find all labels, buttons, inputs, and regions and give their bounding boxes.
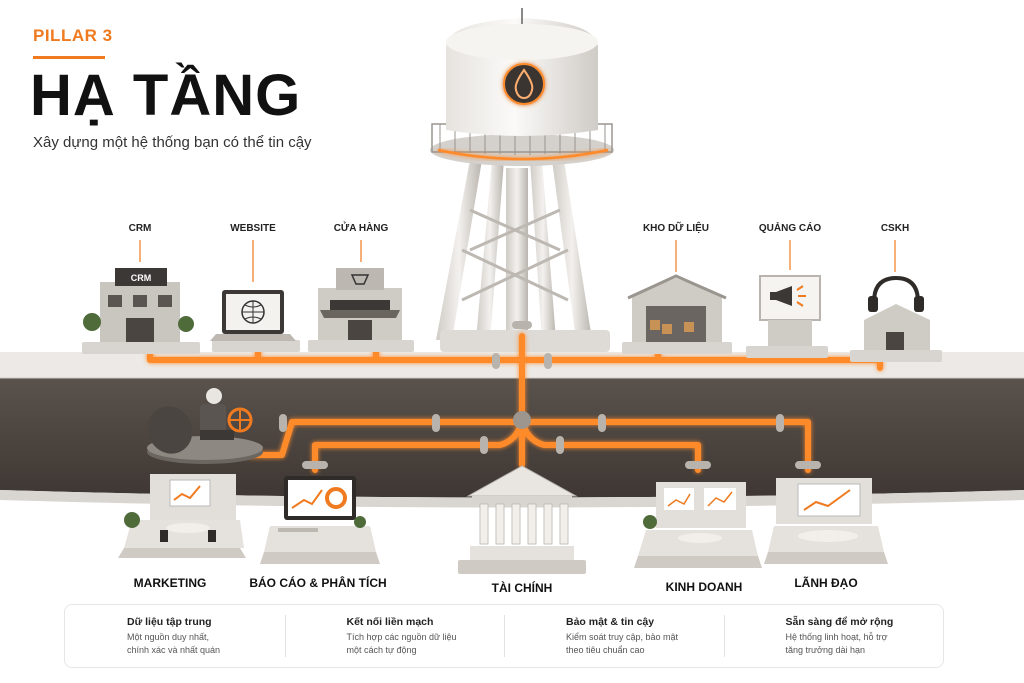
customer-service-building — [850, 275, 942, 362]
website-laptop — [210, 290, 300, 352]
node-label-website: WEBSITE — [230, 223, 276, 234]
node-label-warehouse: KHO DỮ LIỆU — [642, 223, 710, 234]
feature-title: Dữ liệu tập trung — [127, 615, 212, 628]
node-label-crm: CRM — [128, 223, 152, 234]
feature-security-trust: Bảo mật & tin cậy Kiểm soát truy cập, bả… — [504, 605, 724, 667]
water-tower — [430, 8, 614, 352]
dept-label-sales: KINH DOANH — [665, 580, 743, 594]
data-pipes — [147, 321, 883, 473]
feature-description: Kiểm soát truy cập, bảo mật theo tiêu ch… — [566, 631, 679, 655]
svg-text:CRM: CRM — [131, 273, 152, 283]
feature-centralized-data: Dữ liệu tập trung Một nguồn duy nhất, ch… — [65, 605, 285, 667]
store-building — [308, 268, 414, 352]
feature-description: Một nguồn duy nhất, chính xác và nhất qu… — [127, 631, 221, 655]
crm-building: CRM — [82, 268, 200, 354]
advertising-billboard — [746, 275, 828, 358]
node-label-ads: QUẢNG CÁO — [758, 223, 822, 234]
dept-label-leadership: LÃNH ĐẠO — [794, 576, 858, 590]
dept-label-reports: BÁO CÁO & PHÂN TÍCH — [249, 576, 387, 590]
page-title: HẠ TẦNG — [30, 63, 302, 128]
features-panel: Dữ liệu tập trung Một nguồn duy nhất, ch… — [64, 604, 944, 668]
title-divider — [33, 56, 105, 59]
pillar-label: PILLAR 3 — [33, 26, 113, 45]
page-subtitle: Xây dựng một hệ thống bạn có thể tin cậy — [33, 134, 312, 151]
finance-building — [458, 465, 586, 574]
dept-label-marketing: MARKETING — [133, 576, 207, 590]
feature-description: Tích hợp các nguồn dữ liệu một cách tự đ… — [346, 631, 457, 655]
feature-scalability: Sẵn sàng để mở rộng Hệ thống linh hoạt, … — [723, 605, 944, 667]
node-label-store: CỬA HÀNG — [333, 223, 389, 234]
dept-label-finance: TÀI CHÍNH — [491, 581, 553, 595]
label-stems — [139, 240, 896, 282]
feature-title: Bảo mật & tin cậy — [566, 615, 655, 628]
feature-title: Kết nối liền mạch — [346, 615, 434, 628]
leadership-room — [764, 478, 888, 564]
feature-description: Hệ thống linh hoạt, hỗ trợ tăng trưởng d… — [785, 631, 888, 655]
reports-analytics-room — [260, 476, 380, 564]
node-label-cskh: CSKH — [880, 223, 910, 234]
marketing-room — [118, 474, 246, 558]
sales-room — [634, 482, 762, 568]
data-warehouse — [622, 274, 732, 354]
feature-seamless-connection: Kết nối liền mạch Tích hợp các nguồn dữ … — [284, 605, 505, 667]
valve-worker — [147, 388, 263, 464]
feature-title: Sẵn sàng để mở rộng — [785, 615, 894, 628]
